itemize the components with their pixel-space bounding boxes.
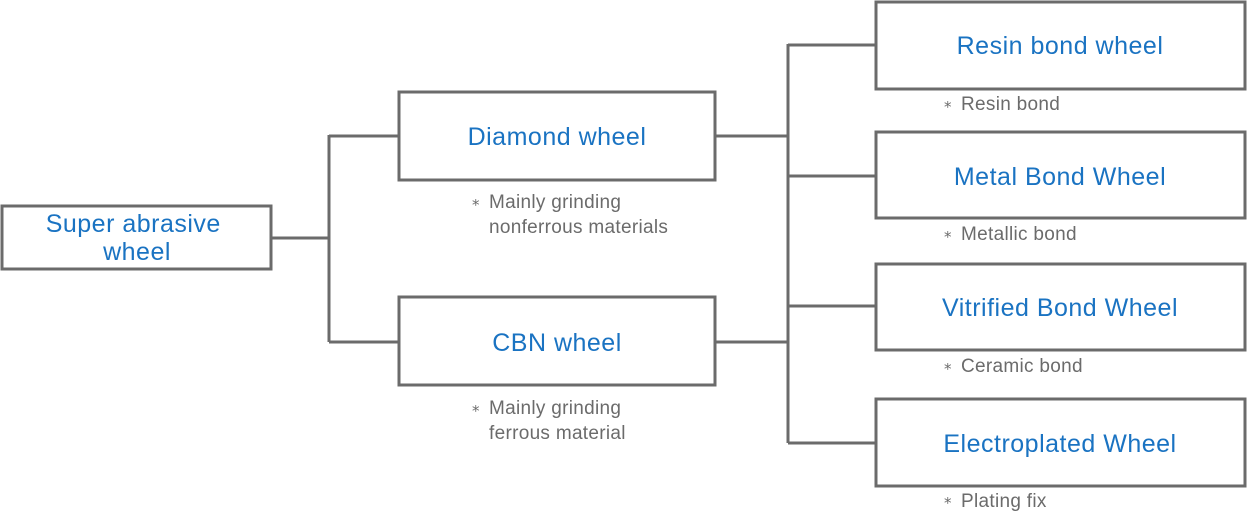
resin-note-marker: * (944, 98, 952, 116)
diamond-wheel-note: * Mainly grinding nonferrous materials (472, 192, 668, 238)
vitrified-note-text: Ceramic bond (961, 356, 1083, 377)
root-node-box (0, 204, 273, 271)
electroplated-wheel-box (874, 397, 1247, 488)
cbn-wheel-node: CBN wheel (397, 295, 717, 387)
diamond-note-marker: * (472, 196, 480, 214)
electroplated-wheel-label: Electroplated Wheel (943, 430, 1176, 458)
electroplated-note: * Plating fix (944, 491, 1047, 512)
resin-bond-note: * Resin bond (944, 94, 1060, 116)
root-connectors (272, 134, 399, 344)
cbn-note: Mainly grinding ferrous material (489, 398, 627, 444)
root-node: Super abrasive wheel (0, 204, 273, 271)
vitrified-bond-wheel-box (874, 262, 1247, 352)
cbn-note-marker: * (472, 402, 480, 420)
electroplated-note-marker: * (944, 494, 952, 512)
diamond-note-line-1: Mainly grinding (489, 192, 621, 213)
resin-bond-wheel-label: Resin bond wheel (957, 32, 1164, 60)
cbn-wheel-label: CBN wheel (492, 329, 622, 357)
electroplated-wheel-node: Electroplated Wheel (874, 397, 1247, 488)
resin-bond-wheel-box (874, 0, 1247, 91)
category-connectors (716, 43, 876, 445)
resin-bond-wheel-node: Resin bond wheel (874, 0, 1247, 91)
cbn-wheel-note: * Mainly grinding ferrous material (472, 398, 627, 444)
diamond-wheel-node: Diamond wheel (397, 90, 717, 182)
diamond-note-line-2: nonferrous materials (489, 217, 668, 238)
resin-note-text: Resin bond (961, 94, 1060, 115)
cbn-note-line-1: Mainly grinding (489, 398, 621, 419)
metal-bond-wheel-node: Metal Bond Wheel (874, 130, 1247, 220)
metal-note-text: Metallic bond (961, 224, 1077, 245)
diamond-note: Mainly grinding nonferrous materials (489, 192, 668, 238)
vitrified-bond-wheel-label: Vitrified Bond Wheel (942, 294, 1178, 322)
diamond-wheel-box (397, 90, 717, 182)
root-label-line-1: Super abrasive (46, 210, 221, 238)
metal-bond-wheel-box (874, 130, 1247, 220)
cbn-wheel-box (397, 295, 717, 387)
metal-bond-wheel-label: Metal Bond Wheel (954, 163, 1166, 191)
vitrified-note-marker: * (944, 360, 952, 378)
metal-note-marker: * (944, 228, 952, 246)
diamond-wheel-label: Diamond wheel (468, 123, 647, 151)
root-label: Super abrasive wheel (46, 210, 229, 266)
cbn-note-line-2: ferrous material (489, 423, 626, 444)
root-label-line-2: wheel (102, 238, 171, 266)
metal-bond-note: * Metallic bond (944, 224, 1077, 246)
electroplated-note-text: Plating fix (961, 491, 1047, 512)
vitrified-bond-wheel-node: Vitrified Bond Wheel (874, 262, 1247, 352)
vitrified-bond-note: * Ceramic bond (944, 356, 1083, 378)
